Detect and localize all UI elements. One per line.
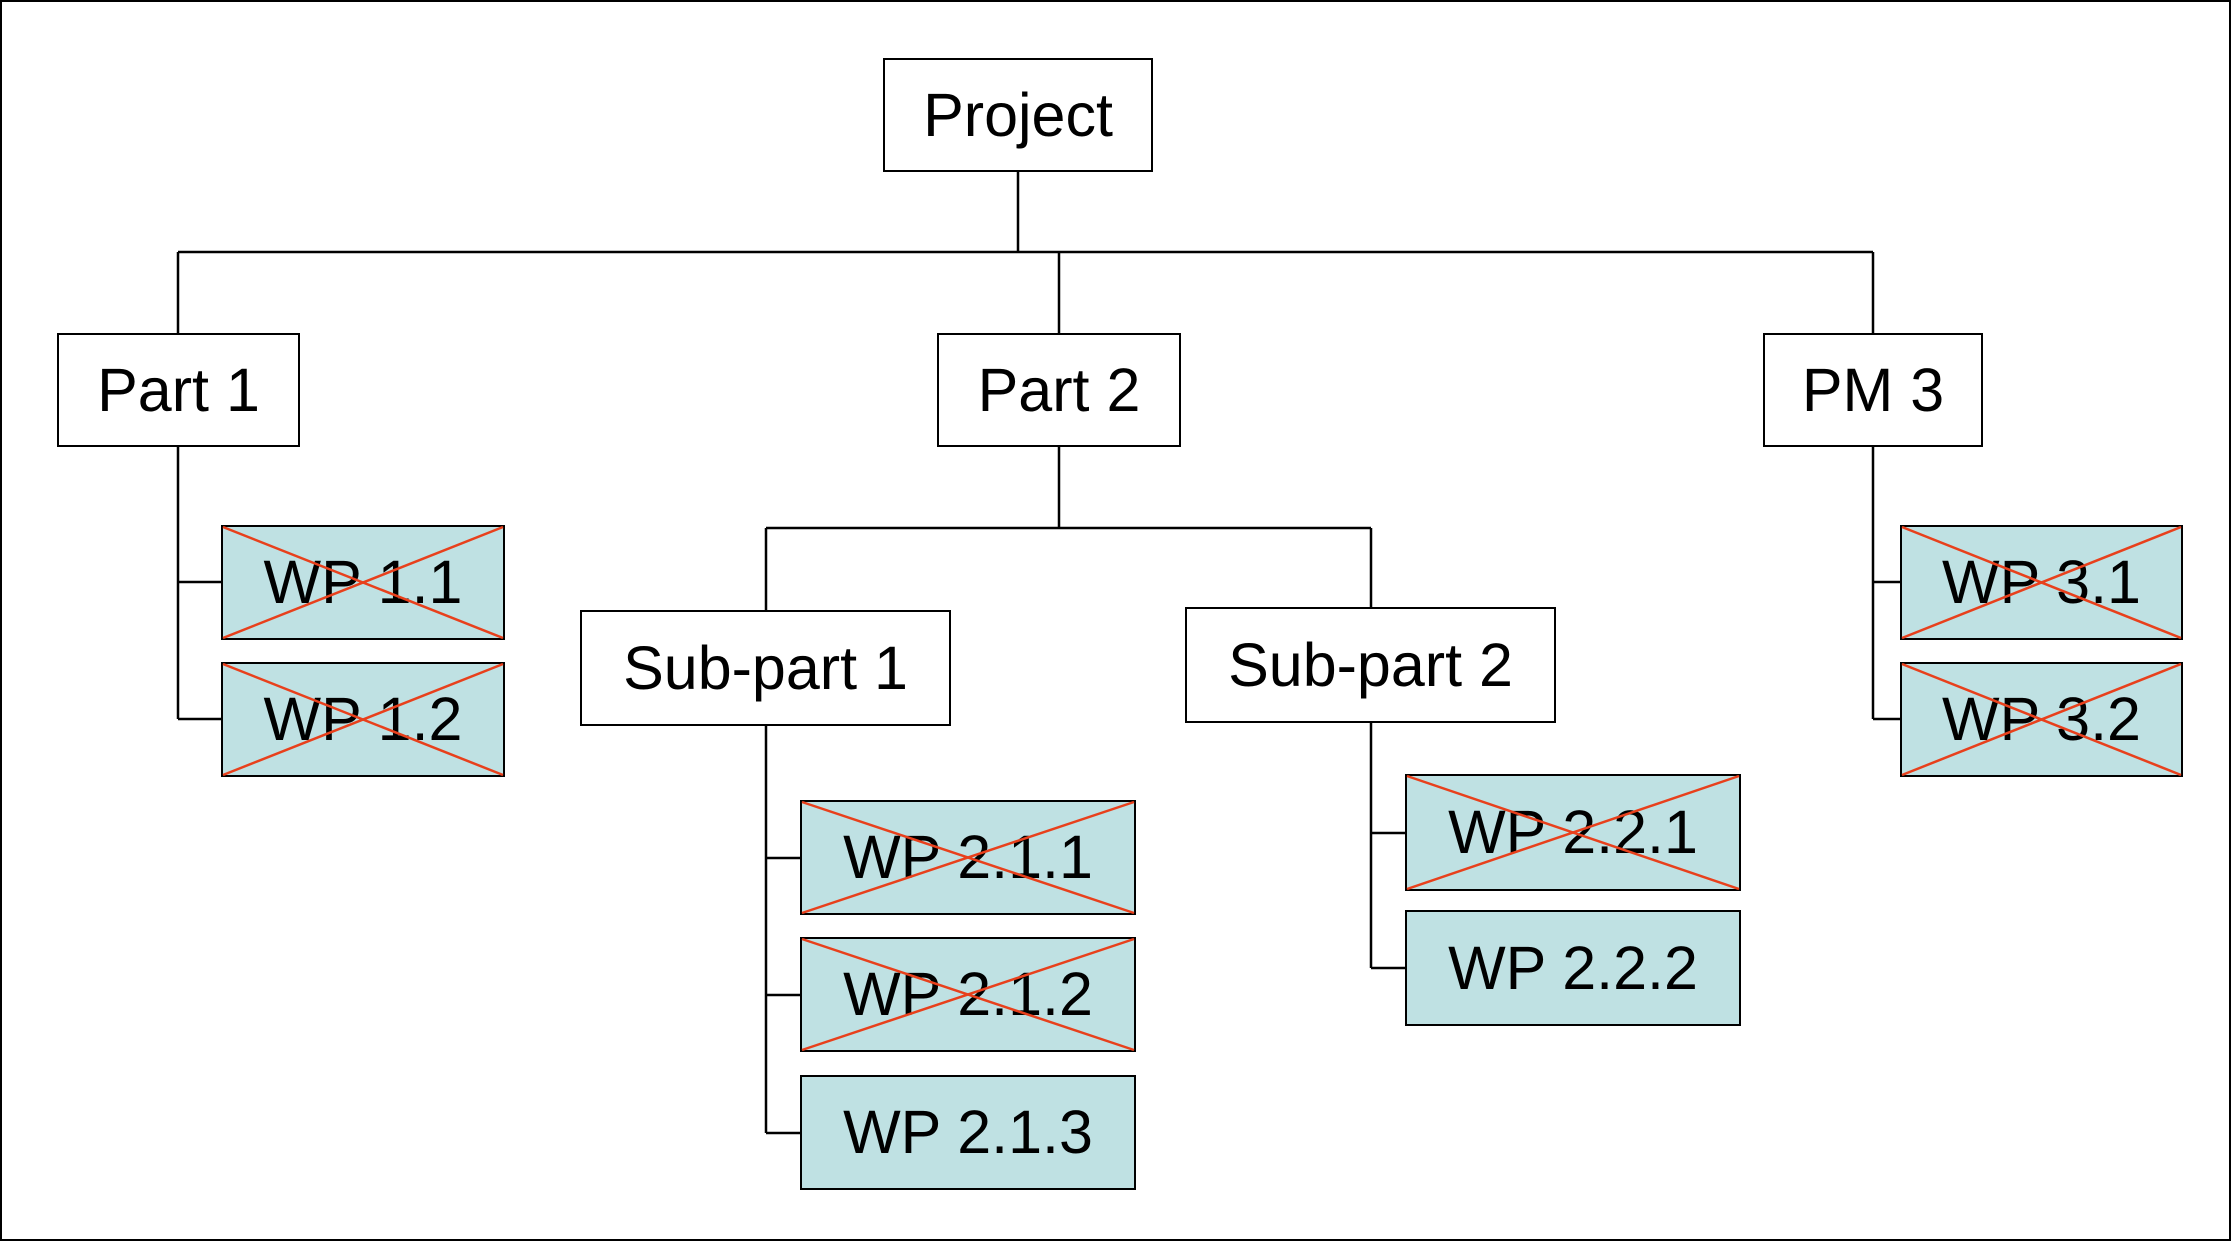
pm-3-node: PM 3 xyxy=(1763,333,1983,447)
work-package-wp-2-2-2: WP 2.2.2 xyxy=(1405,910,1741,1026)
work-package-wp-3-1: WP 3.1 xyxy=(1900,525,2183,640)
work-package-wp-2-1-2: WP 2.1.2 xyxy=(800,937,1136,1052)
node-label: WP 2.2.2 xyxy=(1448,933,1698,1002)
node-label: WP 3.1 xyxy=(1942,548,2141,616)
sub-part-2-node: Sub-part 2 xyxy=(1185,607,1556,723)
node-label: PM 3 xyxy=(1801,355,1945,424)
node-label: WP 2.1.3 xyxy=(843,1098,1093,1166)
node-label: WP 2.1.1 xyxy=(843,823,1093,891)
sub-part-1-node: Sub-part 1 xyxy=(580,610,951,726)
node-label: WP 3.2 xyxy=(1942,685,2141,753)
part-2-node: Part 2 xyxy=(937,333,1181,447)
node-label: Sub-part 1 xyxy=(623,633,908,702)
work-package-wp-2-2-1: WP 2.2.1 xyxy=(1405,774,1741,891)
node-label: WP 1.1 xyxy=(263,548,463,616)
node-label: Sub-part 2 xyxy=(1228,630,1513,699)
work-package-wp-1-2: WP 1.2 xyxy=(221,662,505,777)
node-label: Project xyxy=(923,80,1113,149)
node-label: WP 2.2.1 xyxy=(1448,798,1698,866)
part-1-node: Part 1 xyxy=(57,333,300,447)
work-package-wp-3-2: WP 3.2 xyxy=(1900,662,2183,777)
node-label: WP 1.2 xyxy=(263,685,463,753)
node-label: Part 2 xyxy=(977,355,1141,424)
node-label: Part 1 xyxy=(97,355,260,424)
node-label: WP 2.1.2 xyxy=(843,960,1093,1028)
work-package-wp-1-1: WP 1.1 xyxy=(221,525,505,640)
project-node: Project xyxy=(883,58,1153,172)
work-package-wp-2-1-3: WP 2.1.3 xyxy=(800,1075,1136,1190)
work-package-wp-2-1-1: WP 2.1.1 xyxy=(800,800,1136,915)
